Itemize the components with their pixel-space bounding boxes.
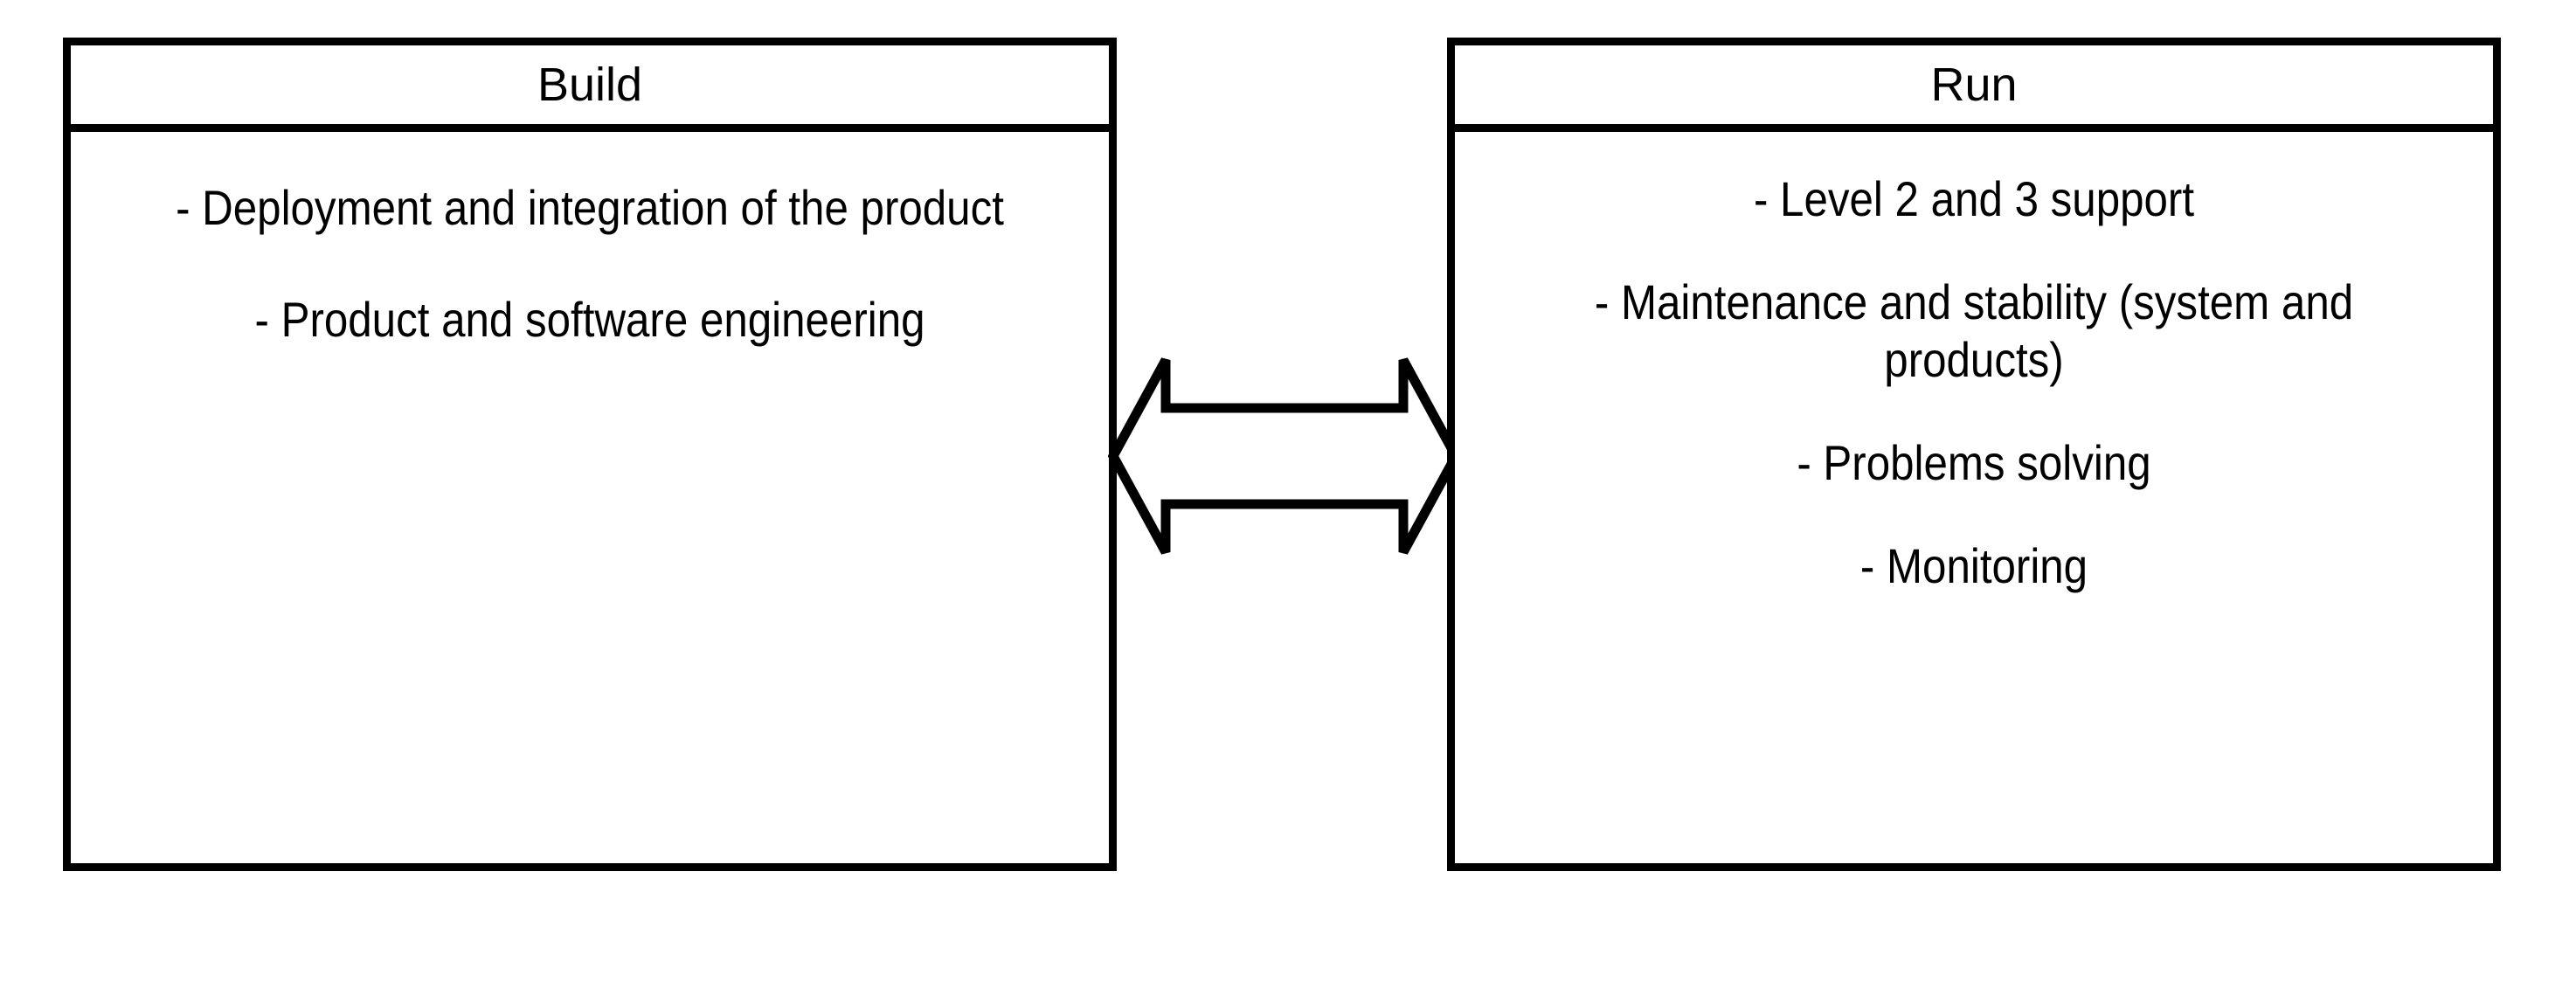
list-item: - Maintenance and stability (system and …: [1594, 274, 2354, 388]
list-item: - Problems solving: [1797, 435, 2151, 491]
run-box-body: - Level 2 and 3 support - Maintenance an…: [1455, 132, 2493, 863]
bidirectional-arrow-icon: [1108, 354, 1461, 558]
list-item: - Deployment and integration of the prod…: [176, 180, 1004, 235]
run-box-title: Run: [1930, 59, 2018, 111]
run-box[interactable]: Run - Level 2 and 3 support - Maintenanc…: [1447, 38, 2501, 871]
list-item: - Level 2 and 3 support: [1753, 171, 2195, 226]
build-box-title: Build: [537, 59, 643, 111]
build-box-body: - Deployment and integration of the prod…: [71, 132, 1109, 863]
build-box[interactable]: Build - Deployment and integration of th…: [63, 38, 1117, 871]
run-bullet-list: - Level 2 and 3 support - Maintenance an…: [1455, 170, 2493, 640]
run-box-header: Run: [1455, 45, 2493, 132]
build-bullet-list: - Deployment and integration of the prod…: [71, 179, 1109, 403]
build-box-header: Build: [71, 45, 1109, 132]
list-item: - Monitoring: [1859, 538, 2088, 594]
list-item: - Product and software engineering: [254, 292, 925, 348]
